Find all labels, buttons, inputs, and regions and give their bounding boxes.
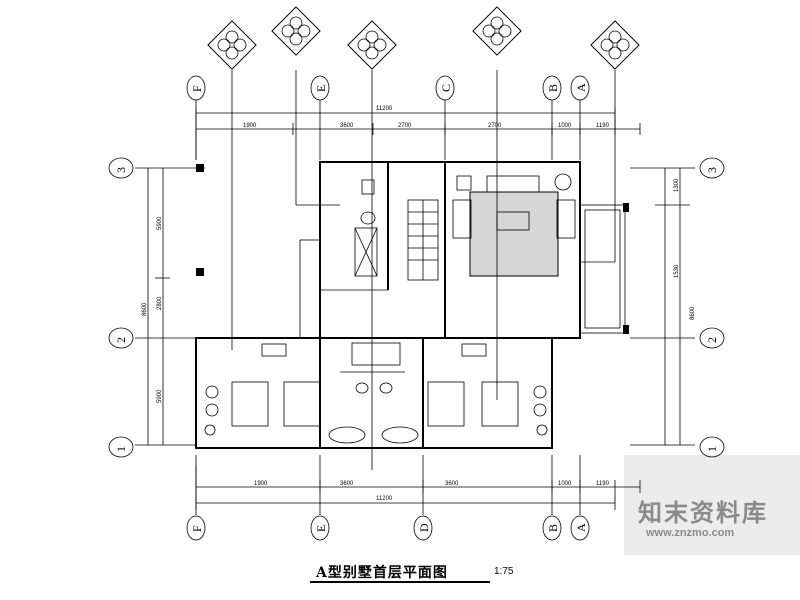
axis-top-e: E xyxy=(314,85,328,92)
finish-symbol-4 xyxy=(472,6,522,56)
dim-bottom-total: 11200 xyxy=(376,496,393,502)
dim-top-4: 2700 xyxy=(488,123,502,129)
bottom-dimensions: 1900 3600 3600 1000 1190 11200 xyxy=(195,465,641,510)
finish-symbol-3 xyxy=(347,20,397,70)
right-dimensions: 1300 1530 8600 xyxy=(630,167,696,446)
room-finish-symbols xyxy=(207,6,640,70)
living-room-rug xyxy=(452,173,576,277)
axis-left-1: 1 xyxy=(114,446,128,452)
dim-bottom-3: 3600 xyxy=(445,481,459,487)
upper-bathroom xyxy=(295,70,378,277)
top-dimensions: 11200 1900 3600 2700 2700 1000 1190 xyxy=(195,106,641,160)
dim-bottom-4: 1000 xyxy=(558,481,572,487)
dim-right-2: 1530 xyxy=(674,264,680,278)
axis-top-c: C xyxy=(439,84,453,92)
dim-top-6: 1190 xyxy=(596,123,610,129)
axis-left-2: 2 xyxy=(114,337,128,343)
axis-right-3: 3 xyxy=(705,167,719,173)
dim-left-total: 8600 xyxy=(142,302,148,316)
axis-bubbles-top: F E C B A xyxy=(186,75,590,101)
finish-symbol-1 xyxy=(207,20,257,70)
dim-left-3: 5900 xyxy=(157,389,163,403)
staircase xyxy=(407,199,439,281)
drawing-title: A型别墅首层平面图 xyxy=(316,565,448,581)
dim-top-1: 1900 xyxy=(243,123,257,129)
axis-top-b: B xyxy=(546,84,560,92)
symbol-leaders xyxy=(231,70,498,470)
drawing-scale: 1:75 xyxy=(494,566,514,577)
axis-bottom-d: D xyxy=(417,523,431,532)
axis-bottom-f: F xyxy=(190,525,204,532)
dim-right-total: 8600 xyxy=(690,306,696,320)
title-underline xyxy=(310,581,490,583)
axis-bubbles-side: 3 2 1 3 2 1 xyxy=(108,157,725,458)
dim-bottom-5: 1190 xyxy=(596,481,610,487)
dim-bottom-2: 3600 xyxy=(340,481,354,487)
axis-left-3: 3 xyxy=(114,167,128,173)
left-dimensions: 5900 2800 5900 8600 xyxy=(135,167,205,446)
axis-top-f: F xyxy=(190,85,204,92)
finish-symbol-5 xyxy=(590,20,640,70)
axis-right-2: 2 xyxy=(705,337,719,343)
watermark-url: www.znzmo.com xyxy=(646,527,735,539)
dim-top-total: 11200 xyxy=(376,106,393,112)
axis-leaders xyxy=(195,100,581,515)
dim-top-2: 3600 xyxy=(340,123,354,129)
dim-left-2: 2800 xyxy=(157,296,163,310)
right-bedroom xyxy=(427,343,548,436)
axis-bottom-b: B xyxy=(546,524,560,532)
left-bedroom xyxy=(204,343,321,436)
middle-bathrooms xyxy=(328,342,419,444)
dim-left-1: 5900 xyxy=(157,216,163,230)
watermark-box xyxy=(624,455,800,555)
dim-top-5: 1000 xyxy=(558,123,572,129)
axis-bubbles-bottom: F E D B A xyxy=(186,515,590,541)
watermark-brand: 知末资料库 xyxy=(638,499,768,527)
axis-top-a: A xyxy=(574,83,588,92)
dim-bottom-1: 1900 xyxy=(254,481,268,487)
axis-right-1: 1 xyxy=(705,446,719,452)
axis-bottom-e: E xyxy=(314,525,328,532)
dim-right-1: 1300 xyxy=(674,178,680,192)
axis-bottom-a: A xyxy=(574,523,588,532)
dim-top-3: 2700 xyxy=(398,123,412,129)
building-walls xyxy=(195,70,629,449)
finish-symbol-2 xyxy=(271,6,321,56)
